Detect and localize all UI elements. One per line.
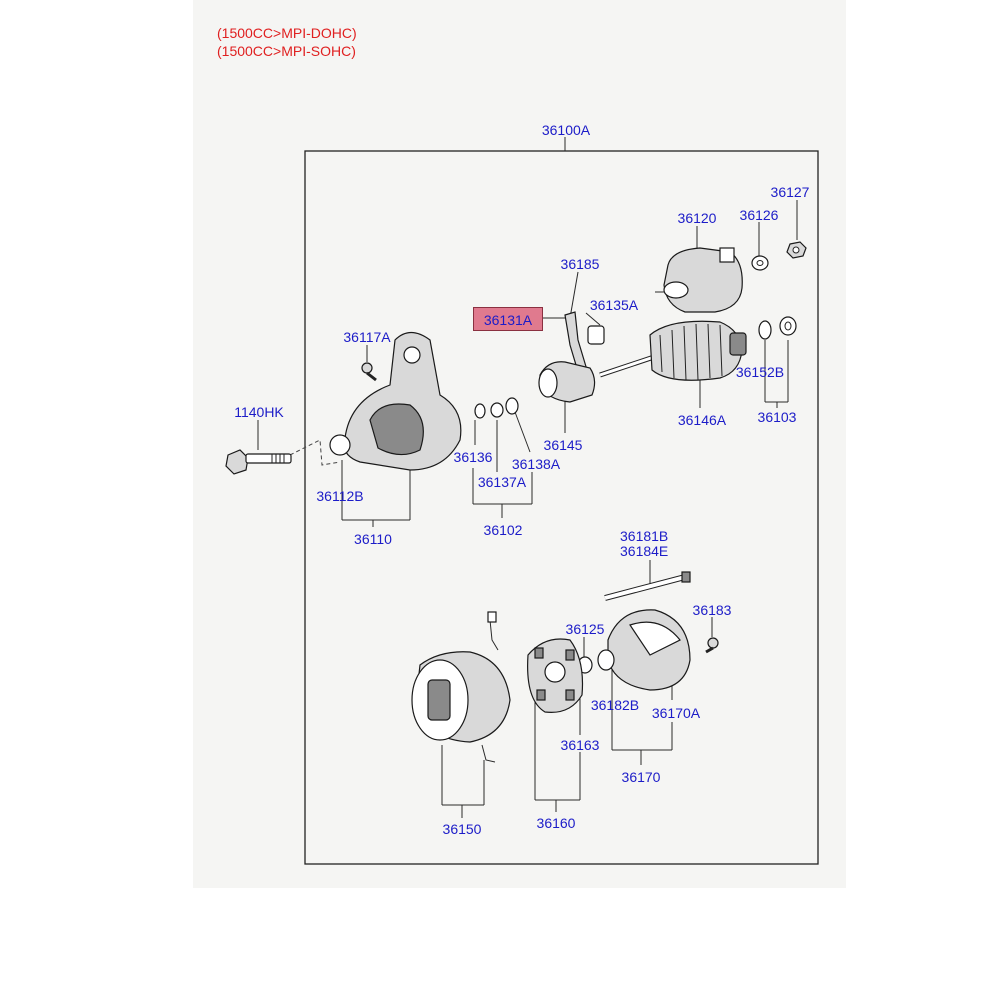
label-36146A[interactable]: 36146A bbox=[677, 412, 727, 428]
yoke-assembly bbox=[411, 611, 511, 763]
variant-dohc: (1500CC>MPI-DOHC) bbox=[217, 25, 357, 41]
screw-36117A bbox=[361, 362, 377, 382]
label-36126[interactable]: 36126 bbox=[739, 207, 779, 223]
armature bbox=[599, 320, 747, 381]
label-36100A[interactable]: 36100A bbox=[541, 122, 591, 138]
ring-36138A bbox=[505, 397, 519, 415]
front-housing bbox=[329, 331, 462, 471]
label-36138A[interactable]: 36138A bbox=[511, 456, 561, 472]
label-36170A[interactable]: 36170A bbox=[651, 705, 701, 721]
assembly-axis bbox=[289, 439, 341, 466]
diagram-sheet bbox=[193, 0, 846, 888]
label-36170[interactable]: 36170 bbox=[621, 769, 661, 785]
leader-36138A bbox=[514, 411, 531, 453]
pinion-gear bbox=[538, 361, 596, 403]
label-36163[interactable]: 36163 bbox=[560, 737, 600, 753]
label-36182B[interactable]: 36182B bbox=[590, 697, 640, 713]
label-36185[interactable]: 36185 bbox=[560, 256, 600, 272]
rear-cover bbox=[597, 609, 691, 691]
label-36125[interactable]: 36125 bbox=[565, 621, 605, 637]
through-bolt-1140HK bbox=[225, 449, 292, 475]
label-36102[interactable]: 36102 bbox=[483, 522, 523, 538]
label-36137A[interactable]: 36137A bbox=[477, 474, 527, 490]
ring-36136 bbox=[474, 403, 486, 419]
label-36135A[interactable]: 36135A bbox=[589, 297, 639, 313]
label-36152B[interactable]: 36152B bbox=[735, 364, 785, 380]
label-36184E[interactable]: 36184E bbox=[620, 543, 669, 559]
label-36183[interactable]: 36183 bbox=[692, 602, 732, 618]
label-36150[interactable]: 36150 bbox=[442, 821, 482, 837]
label-36136[interactable]: 36136 bbox=[453, 449, 493, 465]
label-36145[interactable]: 36145 bbox=[543, 437, 583, 453]
label-36103[interactable]: 36103 bbox=[757, 409, 797, 425]
leader-36135A bbox=[585, 312, 601, 326]
label-36120[interactable]: 36120 bbox=[677, 210, 717, 226]
label-36181B[interactable]: 36181B bbox=[620, 528, 669, 544]
assembly-frame bbox=[304, 150, 819, 865]
label-36131A-highlighted[interactable]: 36131A bbox=[473, 307, 543, 331]
label-36127[interactable]: 36127 bbox=[770, 184, 810, 200]
label-36160[interactable]: 36160 bbox=[536, 815, 576, 831]
label-1140HK[interactable]: 1140HK bbox=[234, 404, 284, 420]
label-36112B[interactable]: 36112B bbox=[316, 488, 364, 504]
ring-36137A bbox=[490, 402, 504, 418]
lever-holder bbox=[587, 325, 605, 345]
label-36110[interactable]: 36110 bbox=[354, 531, 392, 547]
washer-36152B bbox=[758, 320, 772, 340]
variant-sohc: (1500CC>MPI-SOHC) bbox=[217, 43, 356, 59]
leader-36185 bbox=[569, 271, 579, 319]
solenoid-switch bbox=[655, 247, 743, 313]
screw-36183 bbox=[705, 637, 719, 654]
label-36117A[interactable]: 36117A bbox=[343, 329, 391, 345]
brush-holder bbox=[527, 638, 584, 713]
long-bolt-36181B bbox=[604, 571, 691, 601]
